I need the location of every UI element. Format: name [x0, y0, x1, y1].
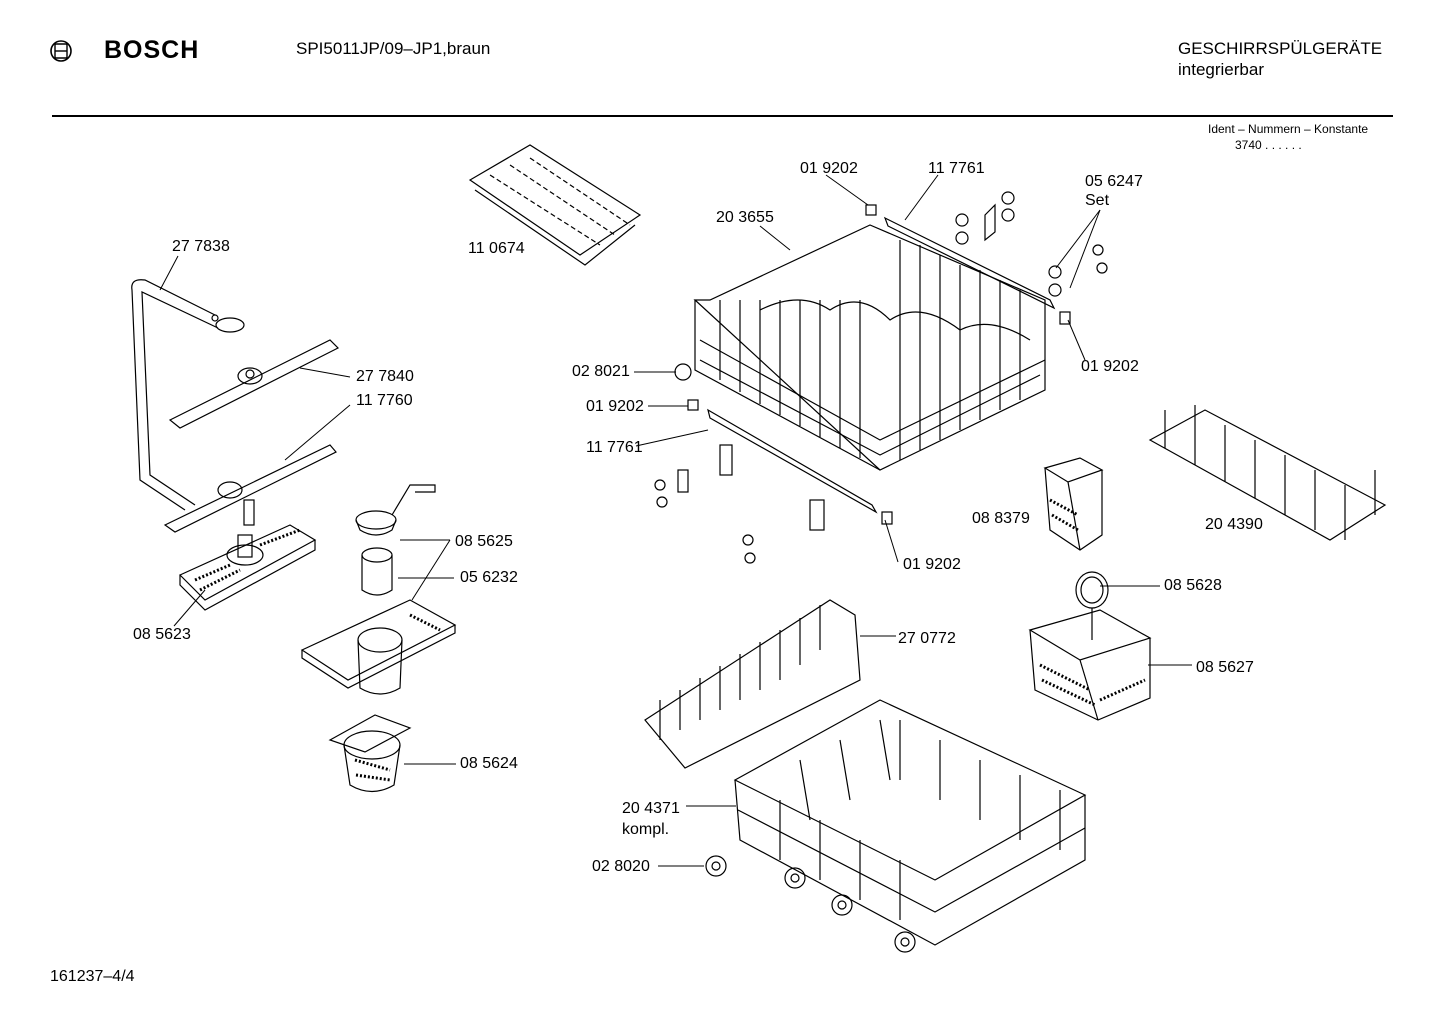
lower-basket: [733, 699, 1087, 946]
category-subtitle: integrierbar: [1178, 60, 1264, 79]
lower-spray-arm: [163, 444, 337, 533]
rollers-and-clips: [654, 191, 1108, 564]
part-label: 08 5628: [1164, 577, 1222, 594]
lower-basket-wheels: [705, 855, 916, 953]
cup-shelf-rack: [468, 144, 642, 266]
part-label: 02 8021: [572, 363, 630, 380]
folding-tine-row: [644, 599, 861, 769]
folding-rack: [1148, 405, 1387, 541]
small-cutlery-insert: [1043, 457, 1104, 551]
part-label: 27 7838: [172, 238, 230, 255]
model-number: SPI5011JP/09–JP1,braun: [296, 39, 491, 58]
part-label: 02 8020: [592, 858, 650, 875]
part-label: 11 7761: [928, 160, 985, 177]
part-label: 01 9202: [903, 556, 961, 573]
spray-arm-supply-pipe: [131, 279, 245, 511]
part-label: 08 5625: [455, 533, 513, 550]
part-label: 08 5624: [460, 755, 518, 772]
part-label: 20 4371: [622, 800, 680, 817]
upper-basket-rail-lower: [707, 408, 878, 514]
fine-filter-plate: [178, 524, 317, 611]
coarse-filter: [328, 714, 412, 793]
part-label: 05 6232: [460, 569, 518, 586]
bosch-logo-icon: [50, 40, 72, 62]
header-divider: [52, 115, 1393, 117]
ident-label: Ident – Nummern – Konstante: [1208, 122, 1369, 136]
part-label: 11 7761: [586, 439, 643, 456]
part-label: 11 0674: [468, 240, 525, 257]
part-label-suffix: kompl.: [622, 821, 670, 838]
upper-basket-rail-top: [883, 216, 1056, 310]
category-title: GESCHIRRSPÜLGERÄTE: [1178, 39, 1383, 58]
part-label: 20 4390: [1205, 516, 1263, 533]
part-label: 27 0772: [898, 630, 956, 647]
brand-name: BOSCH: [104, 36, 200, 64]
leader-lines: [159, 174, 1192, 867]
part-label: 01 9202: [586, 398, 644, 415]
part-label: 08 8379: [972, 510, 1030, 527]
upper-basket: [693, 224, 1046, 471]
part-label: 08 5627: [1196, 659, 1254, 676]
part-label: 05 6247: [1085, 173, 1143, 190]
cutlery-basket: [1028, 571, 1152, 721]
upper-spray-arm: [168, 339, 340, 429]
part-label: 20 3655: [716, 209, 774, 226]
part-label: 27 7840: [356, 368, 414, 385]
part-label: 01 9202: [800, 160, 858, 177]
part-label-suffix: Set: [1085, 192, 1110, 209]
drawing-id: 161237–4/4: [50, 968, 135, 985]
part-label: 08 5623: [133, 626, 191, 643]
part-label: 01 9202: [1081, 358, 1139, 375]
part-label: 11 7760: [356, 392, 413, 409]
filter-assembly-parts: [300, 484, 457, 695]
ident-value: 3740 . . . . . .: [1235, 138, 1302, 152]
